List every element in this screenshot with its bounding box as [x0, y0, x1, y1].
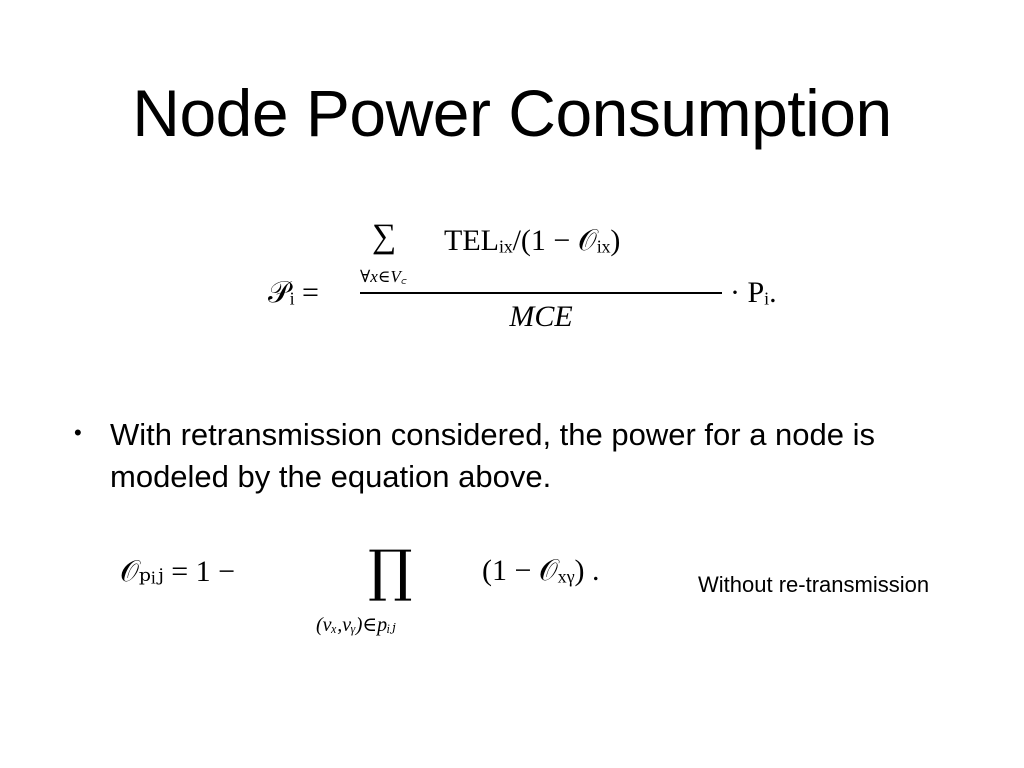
- power-equation-fraction: ∑ ∀x∈V꜀ TELᵢₓ/(1 − 𝒪ᵢₓ) MCE: [360, 212, 722, 342]
- bullet-text: With retransmission considered, the powe…: [110, 417, 876, 494]
- power-equation-numerator: ∑ ∀x∈V꜀ TELᵢₓ/(1 − 𝒪ᵢₓ): [360, 212, 722, 287]
- equation-note: Without re-transmission: [698, 572, 930, 597]
- power-equation: 𝒫ᵢ = ∑ ∀x∈V꜀ TELᵢₓ/(1 − 𝒪ᵢₓ) MCE · Pᵢ.: [268, 212, 808, 342]
- summation-symbol: ∑: [372, 218, 397, 255]
- power-equation-denominator: MCE: [509, 300, 573, 333]
- product-subscript: (vₓ,vᵧ)∈pᵢⱼ: [316, 614, 396, 636]
- product-symbol: ∏: [368, 539, 413, 604]
- overhead-equation: 𝒪ₚᵢⱼ = 1 − ∏ (vₓ,vᵧ)∈pᵢⱼ (1 − 𝒪ₓᵧ) .: [120, 540, 680, 650]
- summation-subscript: ∀x∈V꜀: [360, 267, 407, 286]
- fraction-bar: [360, 292, 722, 294]
- power-equation-lhs: 𝒫ᵢ =: [268, 276, 319, 309]
- bullet-marker: •: [74, 420, 82, 445]
- overhead-equation-lhs: 𝒪ₚᵢⱼ = 1 −: [120, 555, 236, 588]
- numerator-expression: TELᵢₓ/(1 − 𝒪ᵢₓ): [444, 224, 621, 257]
- overhead-equation-rhs: (1 − 𝒪ₓᵧ) .: [482, 554, 600, 587]
- power-equation-rhs: · Pᵢ.: [730, 276, 777, 309]
- slide-title: Node Power Consumption: [132, 76, 892, 150]
